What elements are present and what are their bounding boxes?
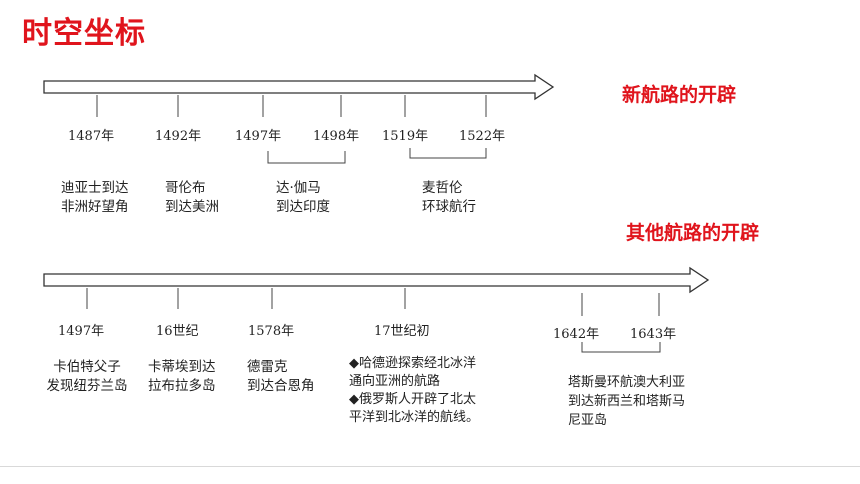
event-line: 到达印度 (276, 199, 330, 215)
bracket-tasman (581, 342, 661, 353)
event-line: 非洲好望角 (61, 199, 129, 215)
event-magellan: 麦哲伦 环球航行 (422, 179, 476, 217)
year-label: 16世纪 (156, 324, 199, 339)
event-line: 到达新西兰和塔斯马 (568, 394, 686, 409)
event-line: 哥伦布 (165, 180, 206, 196)
event-line: ◆哈德逊探索经北冰洋 (349, 356, 476, 371)
year-label: 1519年 (382, 129, 429, 144)
event-line: 到达美洲 (165, 199, 219, 215)
year-label: 1497年 (235, 129, 282, 144)
event-dias: 迪亚士到达 非洲好望角 (61, 179, 129, 217)
event-line: 迪亚士到达 (61, 180, 129, 196)
event-line: 通向亚洲的航路 (349, 374, 441, 389)
page-title: 时空坐标 (22, 16, 146, 51)
event-line: 到达合恩角 (247, 378, 315, 394)
event-17c-explorations: ◆哈德逊探索经北冰洋 通向亚洲的航路 ◆俄罗斯人开辟了北太 平洋到北冰洋的航线。 (349, 355, 479, 427)
event-cabot: 卡伯特父子 发现纽芬兰岛 (39, 358, 135, 396)
event-line: 卡蒂埃到达 (148, 359, 216, 375)
year-label: 17世纪初 (374, 324, 430, 339)
event-cartier: 卡蒂埃到达 拉布拉多岛 (148, 358, 216, 396)
year-label: 1643年 (630, 327, 677, 342)
bracket-gama (267, 151, 346, 164)
event-line: 拉布拉多岛 (148, 378, 216, 394)
event-gama: 达·伽马 到达印度 (276, 179, 330, 217)
year-label: 1492年 (155, 129, 202, 144)
event-line: 德雷克 (247, 359, 288, 375)
bracket-magellan (409, 148, 487, 159)
year-label: 1497年 (58, 324, 105, 339)
event-line: 发现纽芬兰岛 (46, 378, 128, 394)
event-line: 麦哲伦 (422, 180, 463, 196)
event-tasman: 塔斯曼环航澳大利亚 到达新西兰和塔斯马 尼亚岛 (568, 373, 685, 430)
year-label: 1487年 (68, 129, 115, 144)
event-line: 平洋到北冰洋的航线。 (349, 410, 480, 425)
section2-title: 其他航路的开辟 (626, 222, 760, 244)
event-line: 达·伽马 (276, 180, 321, 196)
event-line: 尼亚岛 (568, 413, 608, 428)
bottom-divider (0, 466, 860, 467)
event-line: 塔斯曼环航澳大利亚 (568, 375, 686, 390)
year-label: 1578年 (248, 324, 295, 339)
timeline-arrow-1 (43, 73, 555, 101)
event-drake: 德雷克 到达合恩角 (247, 358, 315, 396)
year-label: 1642年 (553, 327, 600, 342)
timeline-arrow-2 (43, 266, 710, 294)
event-line: 卡伯特父子 (53, 359, 121, 375)
event-line: 环球航行 (422, 199, 476, 215)
section1-title: 新航路的开辟 (622, 84, 737, 106)
year-label: 1498年 (313, 129, 360, 144)
event-line: ◆俄罗斯人开辟了北太 (349, 392, 476, 407)
event-columbus: 哥伦布 到达美洲 (165, 179, 219, 217)
year-label: 1522年 (459, 129, 506, 144)
